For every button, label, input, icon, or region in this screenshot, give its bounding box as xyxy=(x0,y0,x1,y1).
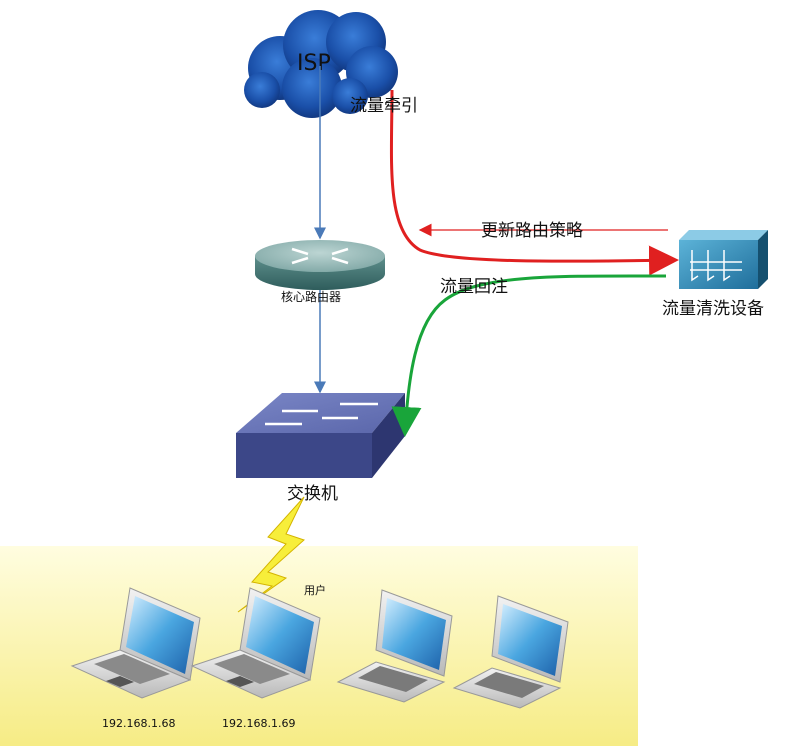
switch-icon xyxy=(236,393,405,478)
traffic-reinjection-label: 流量回注 xyxy=(440,277,508,297)
traffic-diversion-arrow xyxy=(389,89,679,276)
laptop-icon xyxy=(190,587,321,699)
host-ip-label: 192.168.1.69 xyxy=(222,717,295,730)
scrubbing-device-icon xyxy=(679,230,768,289)
laptop-icon xyxy=(336,589,453,703)
laptop-icon xyxy=(452,595,569,709)
core-router-label: 核心路由器 xyxy=(281,289,341,304)
traffic-diversion-label: 流量牵引 xyxy=(350,96,418,116)
switch-label: 交换机 xyxy=(287,484,338,504)
route-update-label: 更新路由策略 xyxy=(481,221,583,241)
isp-cloud-icon xyxy=(244,10,398,118)
lightning-icon xyxy=(237,496,305,613)
router-icon xyxy=(255,240,385,290)
host-ip-label: 192.168.1.68 xyxy=(102,717,175,730)
traffic-reinjection-arrow xyxy=(391,274,667,437)
isp-label: ISP xyxy=(297,51,331,76)
users-label: 用户 xyxy=(304,583,326,597)
scrubbing-device-label: 流量清洗设备 xyxy=(662,299,764,319)
laptop-icon xyxy=(70,587,201,699)
